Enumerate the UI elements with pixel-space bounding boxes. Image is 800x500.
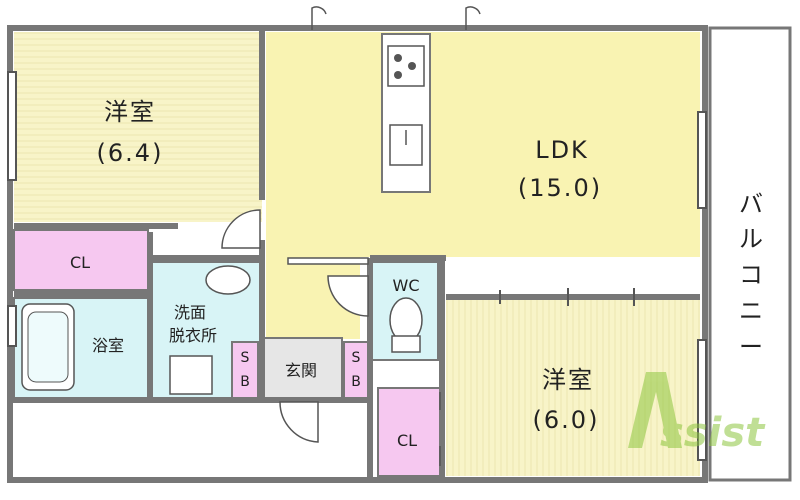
assist-logo: ssist xyxy=(628,372,766,456)
washroom-label-line1: 洗面 xyxy=(174,303,206,322)
bathroom-label: 浴室 xyxy=(92,336,124,355)
stove-burner-icon xyxy=(408,62,416,70)
balcony-char: ニ xyxy=(739,297,763,325)
door-icon xyxy=(327,275,369,317)
balcony-char: コ xyxy=(739,261,763,289)
western-room-2-size: (6.0) xyxy=(533,406,600,434)
door-icon xyxy=(279,401,319,443)
washing-machine-icon xyxy=(169,355,213,395)
stove-burner-icon xyxy=(394,54,402,62)
door-icon xyxy=(311,6,327,30)
toilet-label: WC xyxy=(393,276,420,295)
western-room-1 xyxy=(14,32,262,222)
shoe-box-1-s: S xyxy=(241,350,250,366)
shoe-box-2 xyxy=(343,341,369,399)
windows xyxy=(7,71,707,461)
shoe-box-2-s: S xyxy=(352,350,361,366)
ldk-room xyxy=(266,32,700,257)
balcony-char: ル xyxy=(739,225,763,253)
entrance-label: 玄関 xyxy=(285,361,317,380)
closet-1-label: CL xyxy=(70,253,90,272)
balcony-char: バ xyxy=(739,190,763,218)
closet-1 xyxy=(13,229,149,291)
bathtub-inner xyxy=(27,311,69,383)
toilet-tank xyxy=(391,335,421,353)
kitchen-counter xyxy=(381,33,431,193)
washroom-label-line2: 脱衣所 xyxy=(169,326,217,345)
doors xyxy=(221,6,481,466)
balcony xyxy=(708,26,792,482)
stove-burner-icon xyxy=(394,71,402,79)
shoe-box-2-b: B xyxy=(351,374,361,390)
interior-walls xyxy=(10,30,700,480)
balcony-char: ー xyxy=(739,333,763,361)
shoe-box-1 xyxy=(231,341,259,399)
balcony-label: バ ル コ ニ ー xyxy=(739,190,763,361)
western-room-1-name: 洋室 xyxy=(104,98,156,126)
ldk-size: (15.0) xyxy=(518,174,602,202)
closet-2-label: CL xyxy=(397,431,417,450)
wash-basin-icon xyxy=(205,265,251,295)
ldk-name: LDK xyxy=(535,136,589,164)
closet-2 xyxy=(377,387,441,477)
door-icon xyxy=(221,209,261,249)
western-room-2-name: 洋室 xyxy=(542,366,594,394)
outer-wall xyxy=(7,25,708,483)
shoe-box-1-b: B xyxy=(240,374,250,390)
western-room-1-size: (6.4) xyxy=(97,139,164,167)
svg-text:ssist: ssist xyxy=(660,410,766,456)
ldk-divider-rail xyxy=(287,257,369,265)
door-icon xyxy=(465,6,481,30)
sliding-partition xyxy=(499,288,635,306)
